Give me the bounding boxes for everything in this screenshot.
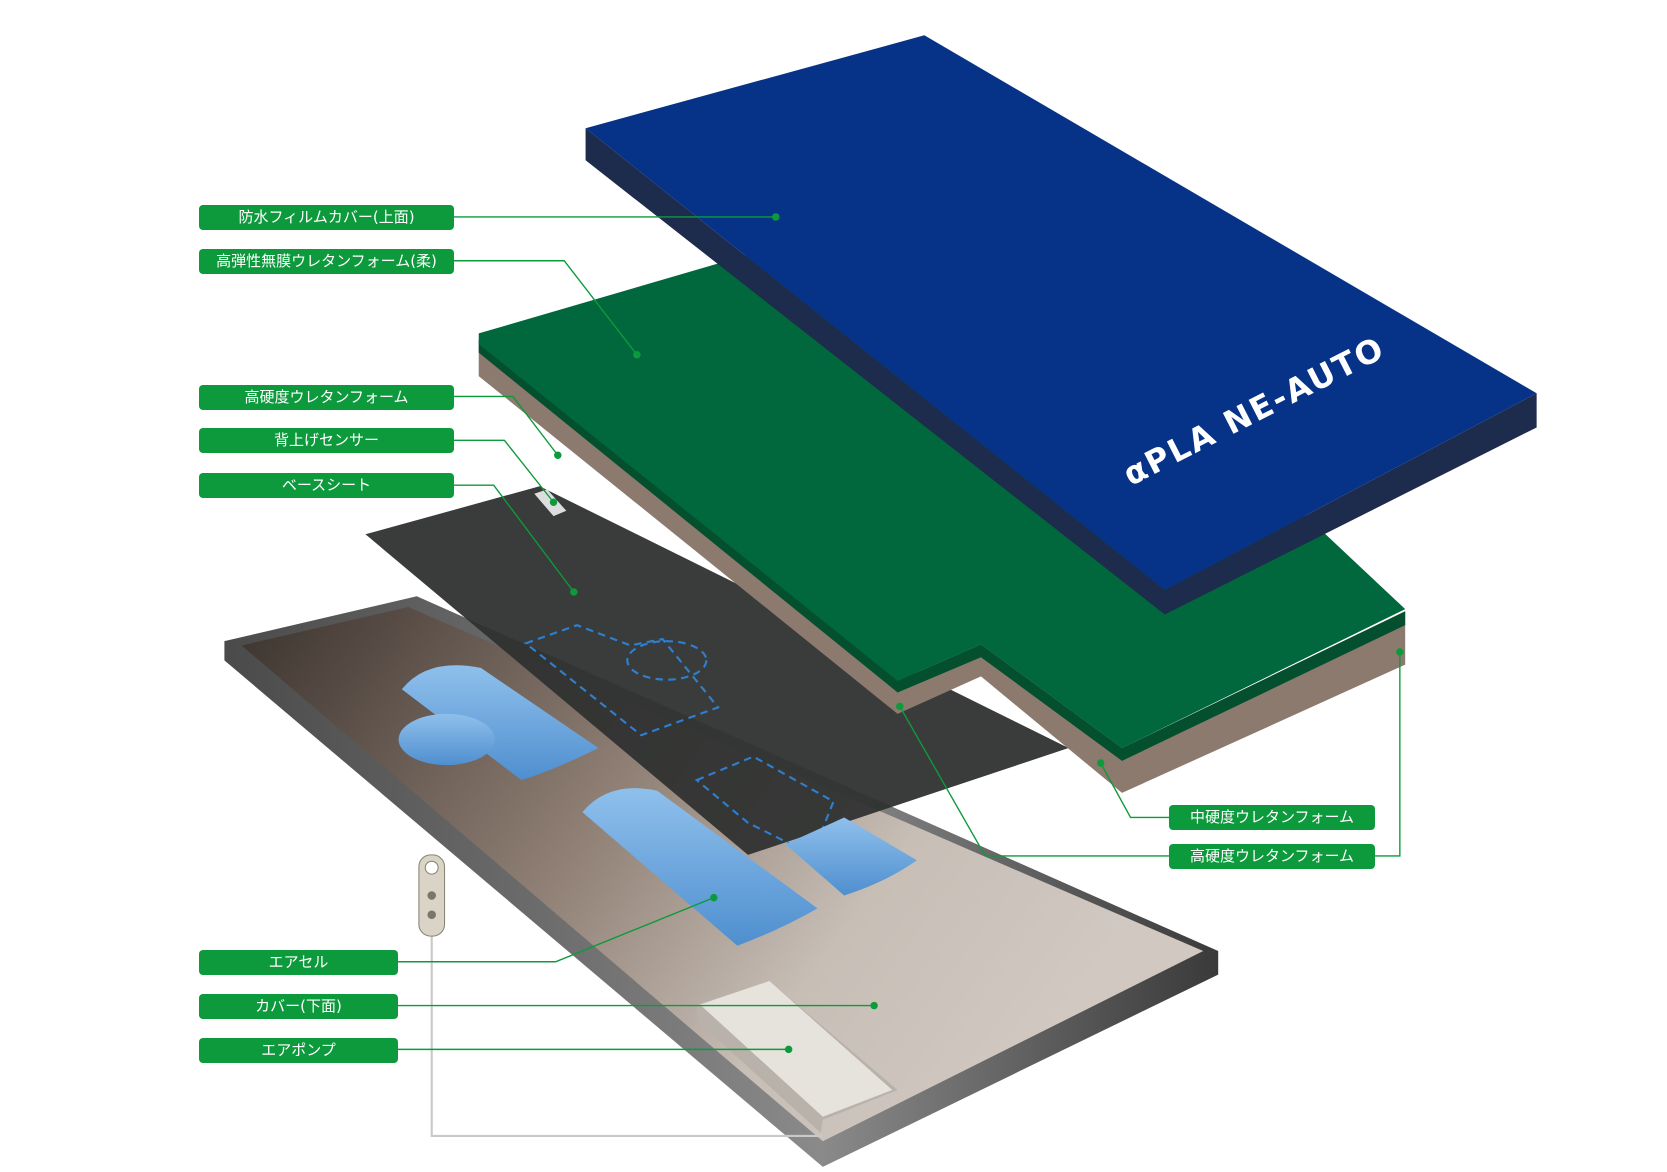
label-base-sheet: ベースシート xyxy=(199,473,454,498)
label-hard-foam-right: 高硬度ウレタンフォーム xyxy=(1169,844,1375,869)
label-back-sensor: 背上げセンサー xyxy=(199,428,454,453)
label-soft-foam: 高弾性無膜ウレタンフォーム(柔) xyxy=(199,249,454,274)
label-medium-foam: 中硬度ウレタンフォーム xyxy=(1169,805,1375,830)
air-pump xyxy=(696,980,898,1133)
top-cover: αPLA NE-AUTO xyxy=(585,35,1537,615)
label-bottom-cover: カバー(下面) xyxy=(199,994,398,1019)
label-hard-foam-left: 高硬度ウレタンフォーム xyxy=(199,385,454,410)
air-cells xyxy=(398,665,917,946)
label-air-pump: エアポンプ xyxy=(199,1038,398,1063)
base-sheet xyxy=(365,486,1069,855)
label-top-cover: 防水フィルムカバー(上面) xyxy=(199,205,454,230)
leader-dots xyxy=(549,213,1404,1054)
remote-controller xyxy=(418,854,823,1137)
leader-lines xyxy=(397,216,1401,1051)
label-air-cell: エアセル xyxy=(199,950,398,975)
